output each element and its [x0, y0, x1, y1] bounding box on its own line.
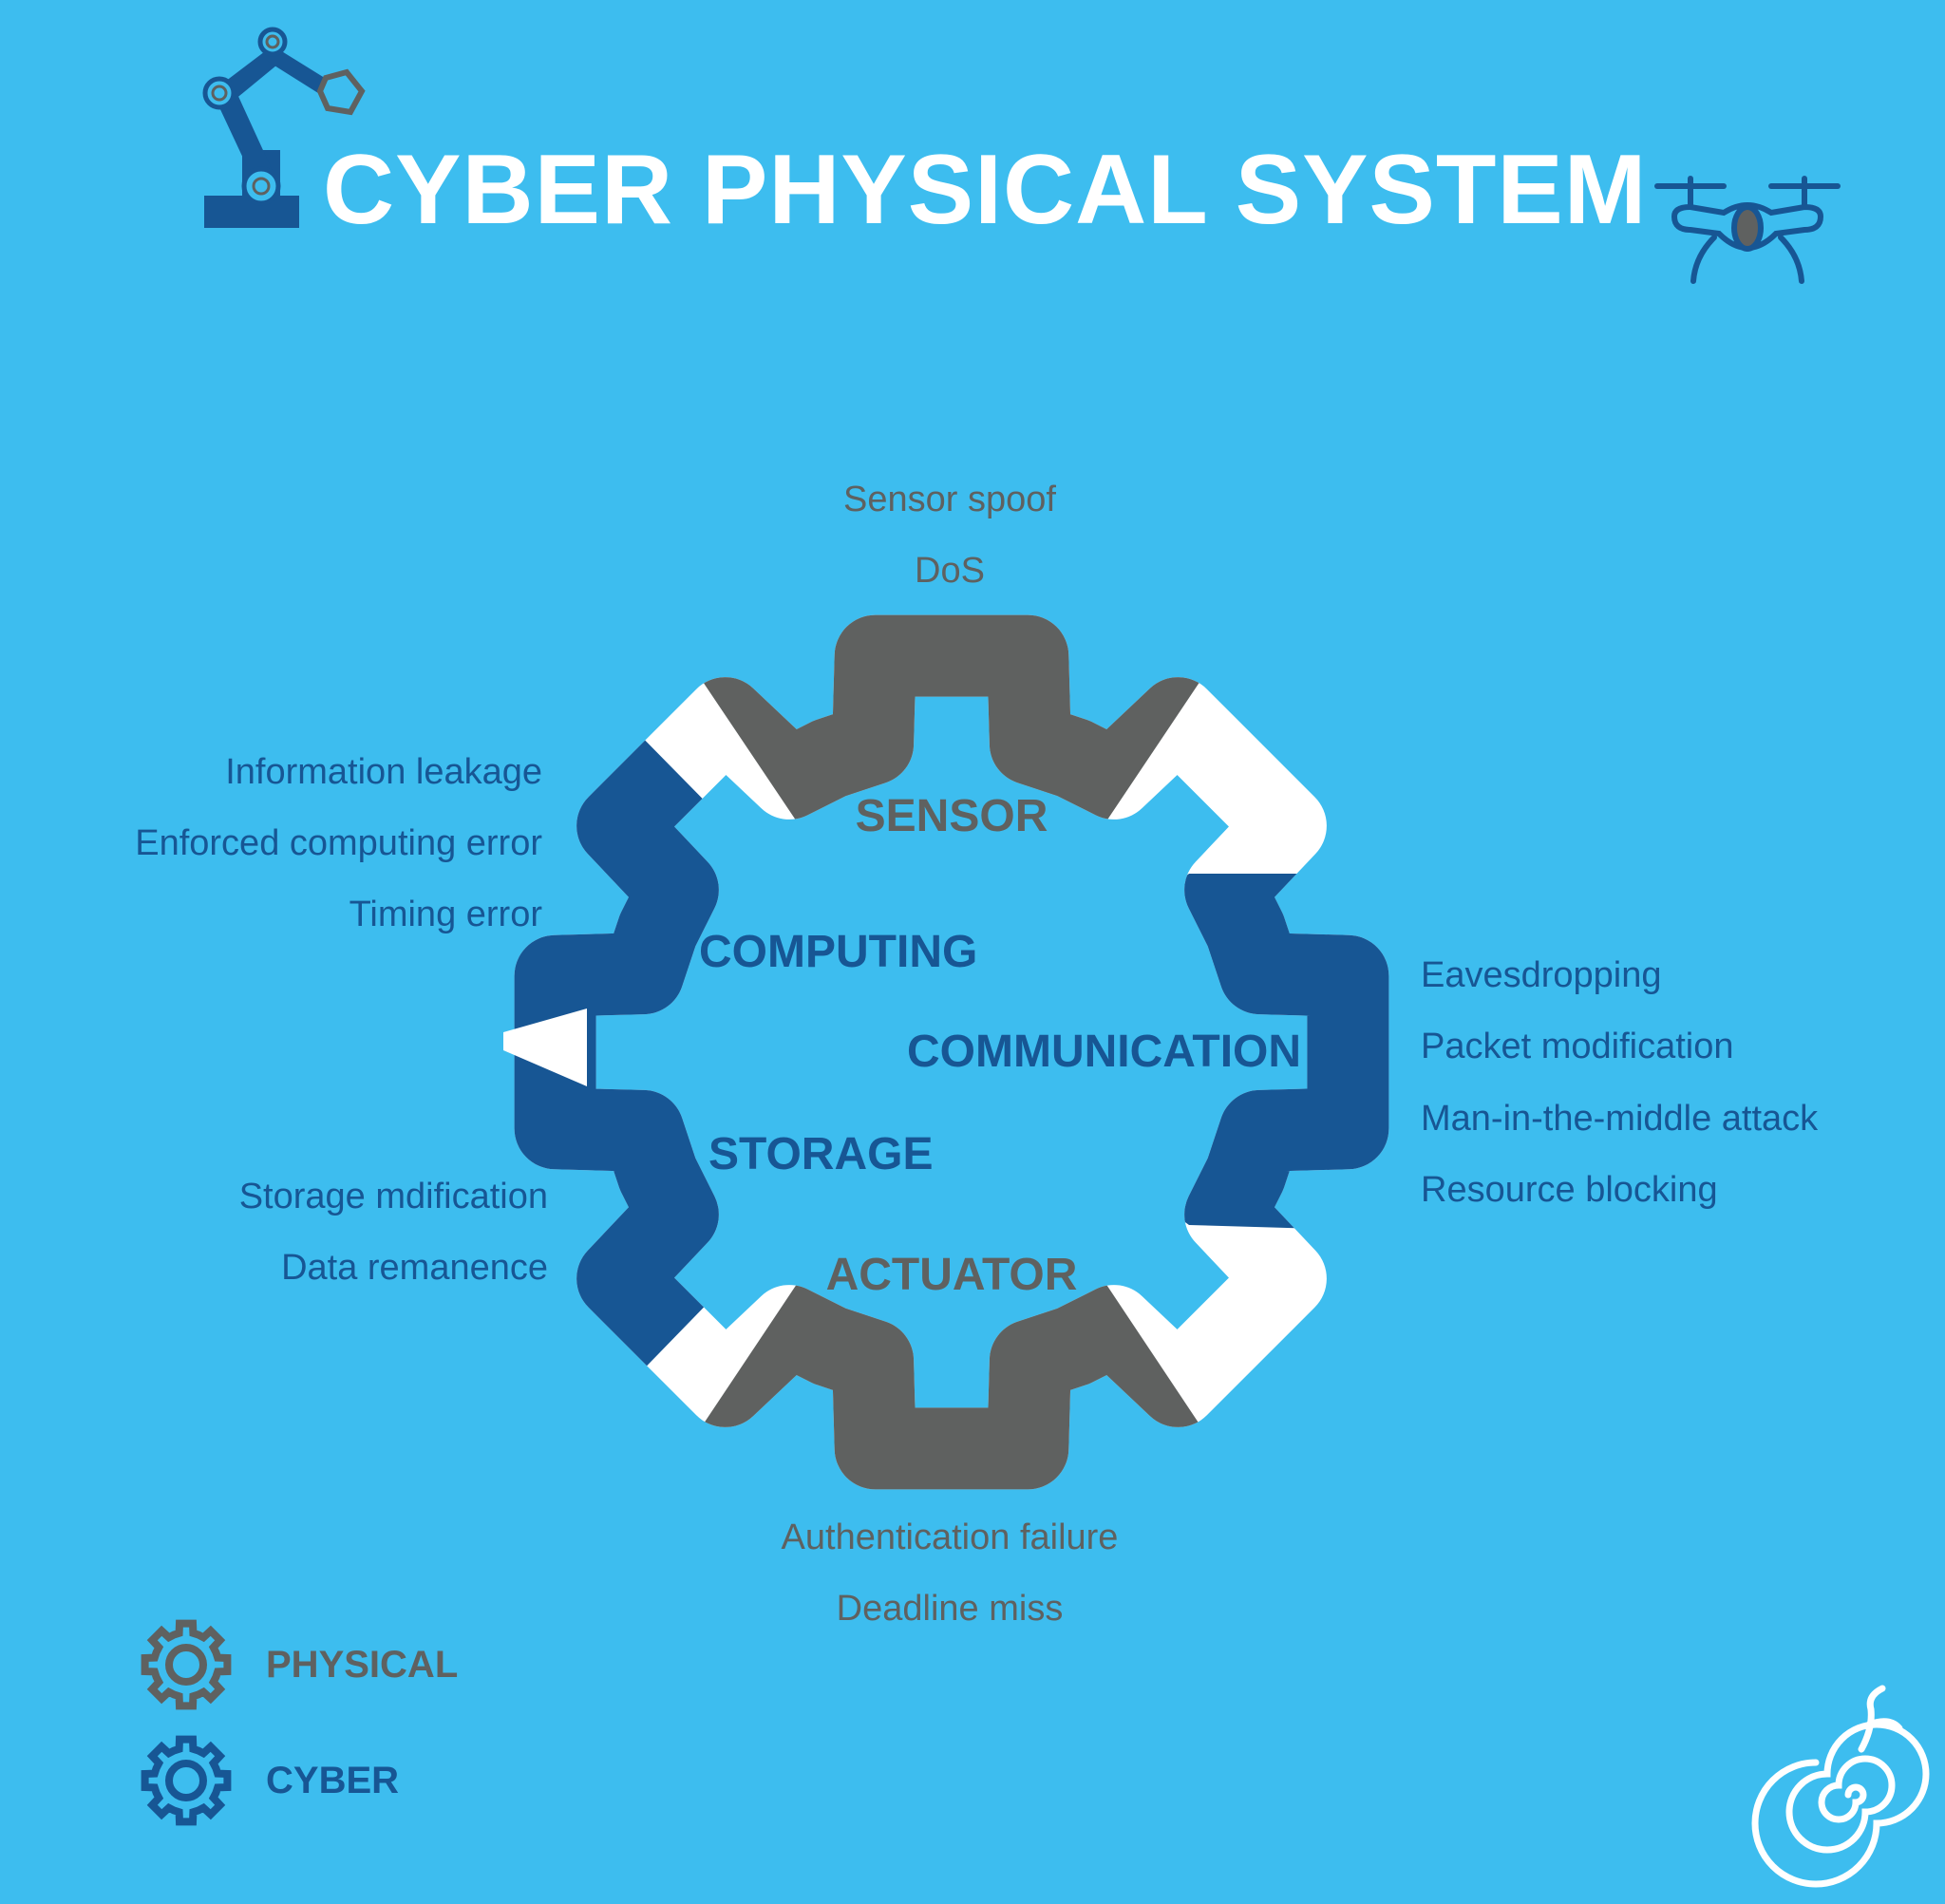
communication-threat-1: Eavesdropping — [1421, 955, 1662, 995]
computing-threat-3: Timing error — [349, 895, 542, 934]
actuator-threat-1: Authentication failure — [781, 1518, 1119, 1557]
drone-icon — [1654, 176, 1841, 284]
communication-threat-2: Packet modification — [1421, 1027, 1734, 1066]
actuator-threat-2: Deadline miss — [836, 1589, 1064, 1629]
legend-physical-gear-icon — [141, 1619, 232, 1710]
spiral-logo-icon — [1751, 1685, 1930, 1888]
storage-label: STORAGE — [708, 1129, 934, 1179]
computing-threat-2: Enforced computing error — [135, 823, 542, 863]
gear-segment-computing-storage — [514, 722, 952, 1386]
communication-threat-3: Man-in-the-middle attack — [1421, 1099, 1819, 1139]
sensor-label: SENSOR — [855, 791, 1048, 841]
sensor-threat-2: DoS — [915, 551, 985, 591]
actuator-label: ACTUATOR — [825, 1250, 1078, 1300]
legend-physical-label: PHYSICAL — [266, 1644, 459, 1686]
communication-threat-4: Resource blocking — [1421, 1170, 1718, 1210]
storage-threat-2: Data remanence — [281, 1248, 548, 1288]
storage-threat-1: Storage mdification — [238, 1177, 548, 1216]
gear-shape — [503, 614, 1389, 1490]
gear-notch-left — [503, 1009, 587, 1086]
gear-segment-actuator — [514, 1052, 1389, 1490]
robotic-arm-icon — [202, 27, 366, 228]
legend-cyber-label: CYBER — [266, 1760, 400, 1801]
page-title: CYBER PHYSICAL SYSTEM — [323, 135, 1648, 245]
computing-label: COMPUTING — [699, 927, 978, 977]
communication-label: COMMUNICATION — [907, 1027, 1302, 1077]
legend-cyber-gear-icon — [141, 1735, 232, 1826]
sensor-threat-1: Sensor spoof — [843, 480, 1056, 519]
computing-threat-1: Information leakage — [225, 752, 542, 792]
